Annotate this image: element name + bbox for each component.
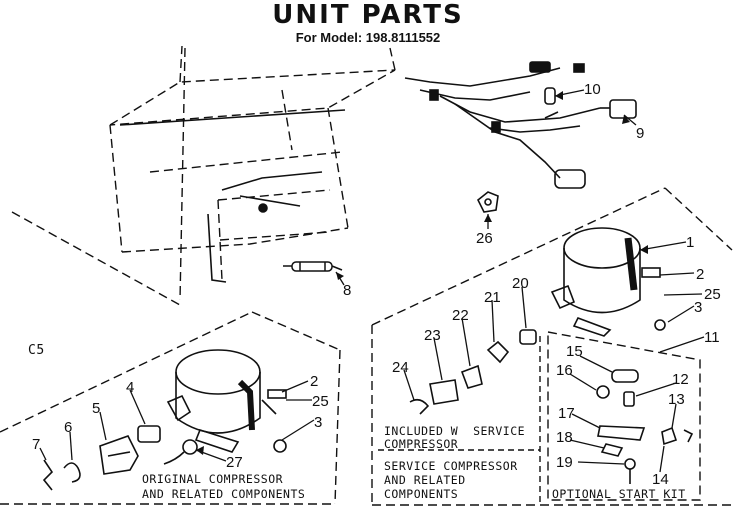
drier-part (283, 261, 343, 272)
part-number-8: 8 (343, 282, 351, 299)
cabinet-outline (11, 45, 396, 306)
service-separator (378, 336, 541, 505)
part-number-22: 22 (452, 307, 469, 324)
part-number-27: 27 (226, 454, 243, 471)
part-number-20: 20 (512, 275, 529, 292)
optional-kit-box (547, 331, 701, 501)
part-number-7: 7 (32, 436, 40, 453)
part-number-3-service: 3 (694, 299, 702, 316)
part-number-5: 5 (92, 400, 100, 417)
part-number-16: 16 (556, 362, 573, 379)
part-number-19: 19 (556, 454, 573, 471)
part-number-4: 4 (126, 379, 134, 396)
caption-service-line3: COMPONENTS (384, 487, 459, 501)
part-number-24: 24 (392, 359, 409, 376)
caption-service-line2: AND RELATED (384, 473, 466, 487)
part-number-17: 17 (558, 405, 575, 422)
original-related-components (42, 425, 287, 491)
part-number-25-original: 25 (312, 393, 329, 410)
part-number-11: 11 (704, 329, 720, 346)
part-number-26: 26 (476, 230, 493, 247)
leader-arrowheads (196, 91, 648, 455)
part-number-18: 18 (556, 429, 573, 446)
part-number-1: 1 (686, 234, 694, 251)
part-number-13: 13 (668, 391, 685, 408)
caption-included-line1: INCLUDED W SERVICE (384, 424, 526, 438)
page-title: UNIT PARTS (272, 0, 464, 30)
part-number-2-service: 2 (696, 266, 704, 283)
part-number-25-service: 25 (704, 286, 721, 303)
part-number-14: 14 (652, 471, 669, 488)
part-number-12: 12 (672, 371, 689, 388)
caption-included-line2: COMPRESSOR (384, 437, 459, 451)
part-number-labels: 1 2 25 3 11 10 9 8 26 2 25 3 27 4 5 6 7 … (32, 81, 721, 488)
service-section-boundary (371, 187, 733, 506)
clip-part (476, 191, 499, 213)
original-compressor (166, 349, 287, 453)
model-line: For Model: 198.8111552 (295, 30, 441, 45)
part-number-15: 15 (566, 343, 583, 360)
wiring-harness (404, 61, 637, 189)
part-number-10: 10 (584, 81, 601, 98)
section-code: C5 (28, 343, 45, 358)
part-number-3-original: 3 (314, 414, 322, 431)
caption-original-related: AND RELATED COMPONENTS (142, 487, 306, 501)
optional-kit-components (596, 369, 694, 484)
caption-service-line1: SERVICE COMPRESSOR (384, 459, 518, 473)
service-compressor (550, 227, 666, 337)
included-components (409, 329, 537, 415)
part-number-2-original: 2 (310, 373, 318, 390)
cabinet-inner (119, 109, 346, 283)
part-number-23: 23 (424, 327, 441, 344)
part-number-6: 6 (64, 419, 72, 436)
caption-original-compressor: ORIGINAL COMPRESSOR (142, 472, 284, 486)
part-number-9: 9 (636, 125, 644, 142)
leader-lines (39, 89, 705, 473)
original-section-boundary (0, 311, 341, 505)
caption-optional-kit: OPTIONAL START KIT (552, 487, 686, 501)
part-number-21: 21 (484, 289, 501, 306)
